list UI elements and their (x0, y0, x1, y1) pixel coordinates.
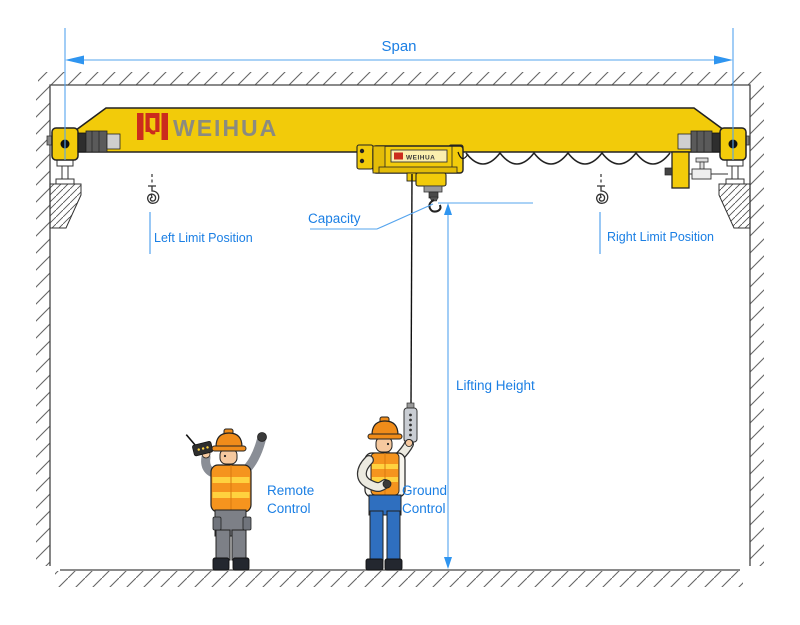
left-limit-hook-icon (146, 173, 160, 204)
hoist-logo-icon (394, 152, 403, 160)
svg-text:Ground: Ground (402, 483, 447, 498)
worker1-vest (210, 464, 252, 513)
crane-girder: WEIHUA (71, 107, 729, 153)
worker2-hard-hat-icon (367, 416, 403, 440)
lifting-height-dimension (438, 202, 533, 569)
svg-text:Remote: Remote (267, 483, 314, 498)
worker1-pants (212, 509, 252, 561)
right-limit-hook-icon (595, 173, 609, 204)
limit-switch-bracket (671, 151, 690, 189)
worker2-jeans (368, 494, 402, 562)
span-dimension (64, 28, 734, 160)
left-rail (55, 159, 75, 185)
ground-control-label: Ground Control (402, 483, 447, 516)
pendant-cable (410, 173, 413, 407)
floor-hatch (55, 571, 743, 587)
text-labels: Span Capacity Lifting Height Left Limit … (154, 38, 714, 516)
span-label: Span (381, 38, 416, 55)
left-limit-label: Left Limit Position (154, 231, 253, 245)
svg-text:Control: Control (267, 501, 311, 516)
svg-text:Control: Control (402, 501, 446, 516)
capacity-leader-line (310, 203, 434, 230)
worker1-hard-hat-icon (211, 428, 247, 452)
worker1-left-boot (212, 557, 230, 571)
right-limit-marker (595, 173, 609, 254)
worker1-raised-fist (257, 432, 267, 442)
right-travel-motor (677, 130, 721, 153)
ceiling-hatch (38, 72, 762, 85)
worker2-left-arm (358, 456, 389, 491)
left-travel-motor (77, 130, 121, 153)
left-end-truck (46, 127, 121, 161)
right-limit-label: Right Limit Position (607, 230, 714, 244)
building-structure (36, 72, 764, 587)
limit-switch-assembly (664, 151, 728, 189)
hoist-logo-text: WEIHUA (406, 155, 435, 162)
span-arrow-left-icon (65, 55, 84, 65)
lifting-height-arrow-up-icon (444, 203, 452, 215)
limit-switch-icon (691, 168, 712, 180)
worker2-left-shoe (365, 558, 384, 571)
runway-supports (49, 159, 751, 229)
left-corbel (49, 183, 82, 229)
weihua-logo-icon (137, 113, 168, 140)
girder-logo-text: WEIHUA (173, 115, 278, 141)
hook-block-housing (415, 172, 447, 187)
worker2-glove (382, 479, 392, 489)
right-corbel (718, 183, 751, 229)
right-rail (725, 159, 745, 185)
hoist-trolley: WEIHUA (356, 144, 469, 213)
right-end-truck (677, 127, 750, 161)
remote-control-worker (185, 428, 267, 571)
room-inner-outline (49, 84, 751, 566)
hoist-logo-plate: WEIHUA (390, 149, 448, 163)
lifting-height-arrow-down-icon (444, 557, 452, 569)
left-wall-hatch (36, 85, 50, 566)
remote-transmitter-icon (185, 434, 214, 457)
pendant-control (403, 402, 418, 443)
left-limit-marker (146, 173, 160, 254)
capacity-label: Capacity (308, 211, 361, 226)
capacity-annotation (310, 203, 434, 230)
ground-control-worker (356, 416, 414, 571)
festoon-cable (465, 151, 671, 165)
girder-logo: WEIHUA (137, 113, 278, 141)
remote-control-label: Remote Control (267, 483, 314, 516)
right-wall-hatch (750, 85, 764, 566)
worker2-hand (405, 439, 413, 447)
crane-hook-icon (428, 196, 442, 213)
lifting-height-label: Lifting Height (456, 378, 535, 393)
span-arrow-right-icon (714, 55, 733, 65)
worker1-right-boot (232, 557, 250, 571)
worker2-right-shoe (384, 558, 403, 571)
